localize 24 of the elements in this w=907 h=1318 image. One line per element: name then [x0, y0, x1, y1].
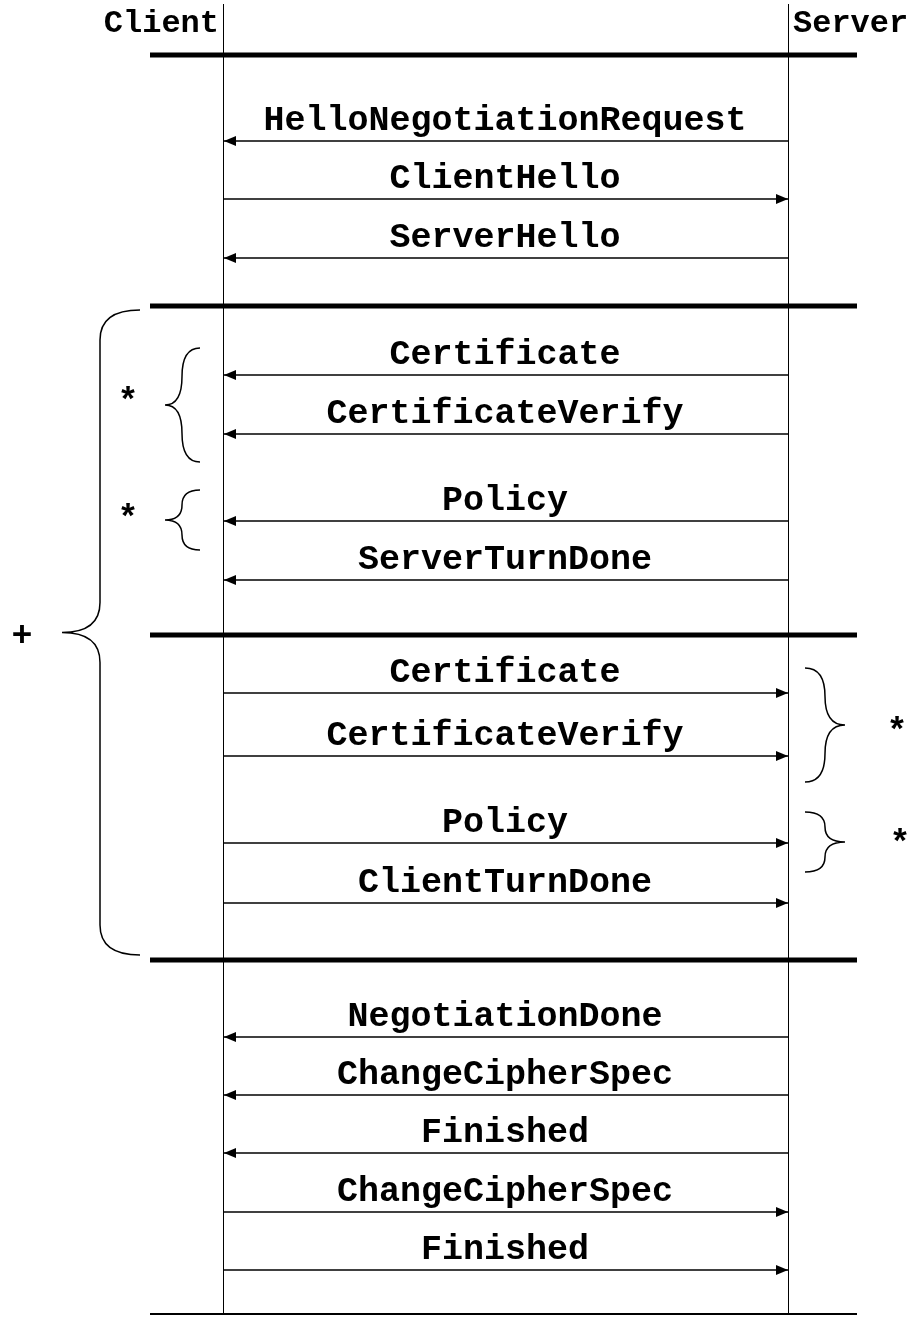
message-arrow: [223, 751, 789, 761]
brace-annotation: +: [11, 619, 33, 655]
participant-label: Client: [102, 4, 219, 44]
lifeline: [788, 4, 907, 1314]
message-arrow: [223, 1090, 789, 1100]
message-arrow: [223, 898, 789, 908]
message-arrow: [223, 838, 789, 848]
brace-annotation: *: [889, 827, 907, 863]
message-arrow: [223, 1148, 789, 1158]
message-arrow: [223, 136, 789, 146]
message-arrow: [223, 688, 789, 698]
brace-annotation: *: [117, 385, 139, 421]
message-arrow: [223, 194, 789, 204]
message-arrow: [223, 1207, 789, 1217]
message-arrow: [223, 429, 789, 439]
participant-label: Server: [793, 4, 907, 44]
message-arrow: [223, 1265, 789, 1275]
message-arrow: [223, 370, 789, 380]
message-arrow: [223, 575, 789, 585]
brace-annotation: *: [886, 715, 907, 751]
brace-annotation: *: [117, 502, 139, 538]
message-arrow: [223, 516, 789, 526]
message-arrow: [223, 1032, 789, 1042]
message-arrow: [223, 253, 789, 263]
